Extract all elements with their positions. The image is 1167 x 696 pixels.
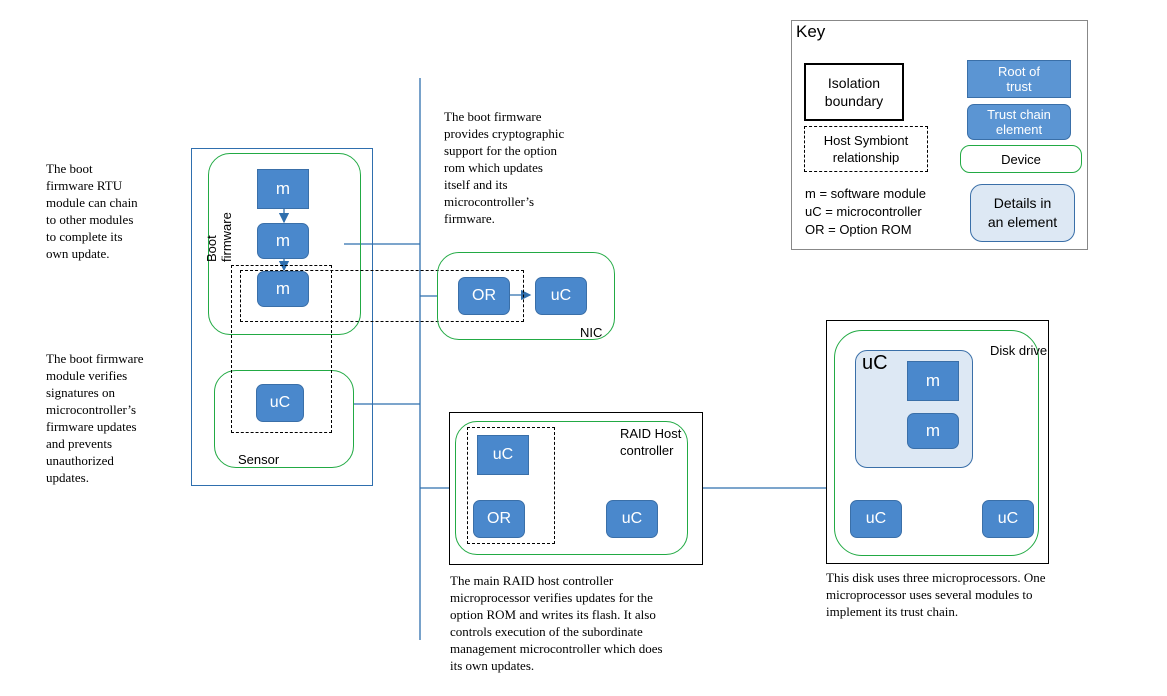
key-root-line: Root of [998,64,1040,79]
key-symbiont-line: relationship [832,150,900,165]
raid-isolation-boundary [449,412,703,565]
note-line: firmware updates [46,419,137,434]
note-line: firmware RTU [46,178,123,193]
note-disk: This disk uses three microprocessors. On… [826,569,1116,620]
note-line: The boot firmware [444,109,542,124]
note-line: support for the option [444,143,558,158]
disk-drive-label: Disk drive [990,343,1048,358]
note-line: microcontroller’s [46,402,137,417]
note-line: module verifies [46,368,128,383]
note-line: firmware. [444,211,495,226]
boot-firmware-label: Boot firmware [204,212,234,262]
key-details-element: Details in an element [970,184,1075,242]
key-details-line: Details in [993,195,1052,211]
sensor-device [214,370,354,468]
key-root-of-trust: Root of trust [967,60,1071,98]
key-root-line: trust [1006,79,1032,94]
note-line: microprocessor uses several modules to [826,587,1033,602]
key-isolation-line: Isolation [827,75,881,91]
note-line: microcontroller’s [444,194,535,209]
sensor-uc: uC [256,384,304,422]
symbiont-boundary-sensor [231,265,332,433]
note-line: This disk uses three microprocessors. On… [826,570,1046,585]
nic-uc: uC [535,277,587,315]
key-details-line: an element [987,214,1058,230]
raid-option-rom: OR [473,500,525,538]
key-chain-line: Trust chain [987,107,1051,122]
note-line: The main RAID host controller [450,573,614,588]
nic-device [437,252,615,340]
boot-firmware-device [208,153,361,335]
note-line: implement its trust chain. [826,604,959,619]
key-isolation-line: boundary [824,93,884,109]
note-line: option ROM and writes its flash. It also [450,607,656,622]
disk-uc-left: uC [850,500,902,538]
note-line: The boot firmware [46,351,144,366]
note-line: and prevents [46,436,113,451]
raid-sub-uc: uC [606,500,658,538]
note-rtu: The boot firmware RTU module can chain t… [46,160,176,262]
boot-chain-module-2: m [257,271,309,307]
key-symbiont-line: Host Symbiont [823,133,909,148]
note-line: updates. [46,470,89,485]
note-line: The boot [46,161,93,176]
boot-root-module: m [257,169,309,209]
key-host-symbiont: Host Symbiont relationship [804,126,928,172]
note-line: its own updates. [450,658,535,673]
symbiont-boundary-nic [240,270,524,322]
disk-device [834,330,1039,556]
key-legend-line: OR = Option ROM [805,222,912,237]
raid-label: RAID Host controller [620,425,681,459]
note-line: own update. [46,246,110,261]
note-line: itself and its [444,177,508,192]
note-line: signatures on [46,385,115,400]
raid-symbiont-boundary [467,427,555,544]
disk-uc-label: uC [862,352,888,374]
note-line: to other modules [46,212,134,227]
note-line: provides cryptographic [444,126,565,141]
nic-option-rom: OR [458,277,510,315]
note-verify: The boot firmware module verifies signat… [46,350,181,486]
note-raid: The main RAID host controller microproce… [450,572,740,674]
raid-label-line: RAID Host [620,426,682,441]
note-line: controls execution of the subordinate [450,624,643,639]
raid-label-line: controller [620,443,674,458]
key-device: Device [960,145,1082,173]
note-line: management microcontroller which does [450,641,663,656]
key-isolation-boundary: Isolation boundary [804,63,904,121]
host-boundary [191,148,373,486]
key-chain-line: element [995,122,1043,137]
boot-chain-module: m [257,223,309,259]
note-crypto: The boot firmware provides cryptographic… [444,108,614,227]
note-line: module can chain [46,195,138,210]
note-line: rom which updates [444,160,543,175]
key-trust-chain-element: Trust chain element [967,104,1071,140]
key-panel [791,20,1088,250]
raid-device [455,421,688,555]
sensor-label: Sensor [238,452,280,467]
raid-root-uc: uC [477,435,529,475]
disk-root-module: m [907,361,959,401]
key-title: Key [796,22,826,41]
note-line: microprocessor verifies updates for the [450,590,653,605]
disk-chain-module: m [907,413,959,449]
key-legend-line: uC = microcontroller [805,204,922,219]
note-line: unauthorized [46,453,114,468]
key-legend: m = software module uC = microcontroller… [805,185,926,239]
disk-uc-right: uC [982,500,1034,538]
note-line: to complete its [46,229,123,244]
nic-label: NIC [580,325,603,340]
key-legend-line: m = software module [805,186,927,201]
